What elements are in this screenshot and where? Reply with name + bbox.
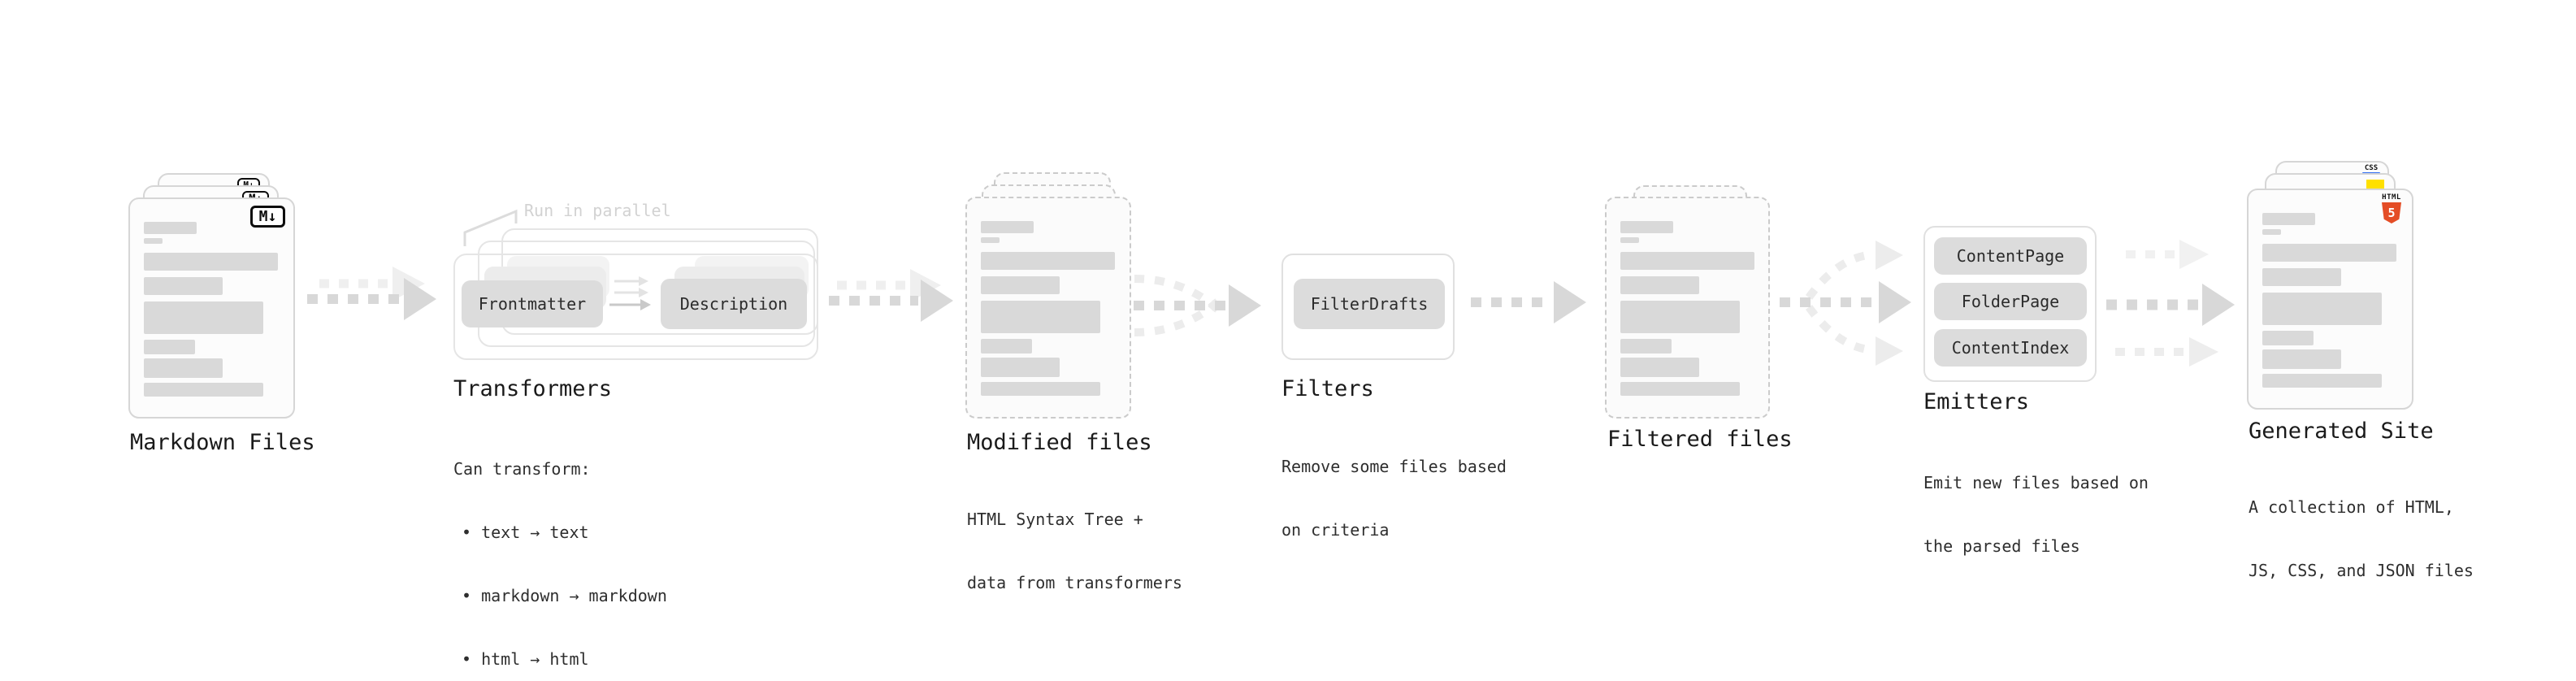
file-card-front <box>965 197 1131 419</box>
arrow-modified-to-filters <box>1134 275 1261 336</box>
transform-note: Can transform: <box>453 459 591 479</box>
transform-bullet: • markdown → markdown <box>462 586 667 605</box>
stage-title-markdown-files: Markdown Files <box>130 430 315 455</box>
arrow-emitters-to-generated <box>2106 240 2235 367</box>
contentindex-pill: ContentIndex <box>1934 329 2087 367</box>
arrow-markdown-to-transformers <box>307 267 436 320</box>
file-card-front <box>1605 197 1770 419</box>
description-pill: Description <box>661 279 807 329</box>
contentpage-pill: ContentPage <box>1934 237 2087 275</box>
file-content-skeleton <box>1620 221 1754 396</box>
js-icon <box>2366 180 2384 189</box>
stage-title-filters: Filters <box>1281 376 1374 401</box>
html5-icon: HTML 5 <box>2382 194 2401 223</box>
stage-description-modified-files: HTML Syntax Tree + data from transformer… <box>967 510 1182 592</box>
stage-title-generated-site: Generated Site <box>2249 419 2434 444</box>
file-card-front: M↓ <box>128 197 295 419</box>
stage-description-filters: Remove some files based on criteria <box>1281 457 1507 540</box>
markdown-icon: M↓ <box>250 206 285 228</box>
arrow-transformers-to-modified <box>829 269 953 322</box>
transformer-box-front <box>453 254 818 360</box>
run-in-parallel-leader <box>463 209 518 246</box>
file-card-front: HTML 5 <box>2247 189 2413 410</box>
stage-title-filtered-files: Filtered files <box>1607 427 1793 452</box>
file-content-skeleton <box>2262 213 2396 388</box>
stage-description-emitters: Emit new files based on the parsed files <box>1923 473 2149 556</box>
stage-title-modified-files: Modified files <box>967 430 1152 455</box>
file-content-skeleton <box>144 222 278 397</box>
frontmatter-pill: Frontmatter <box>462 280 603 327</box>
stage-description-transformers: Can transform: • text → text • markdown … <box>453 416 667 681</box>
stage-title-transformers: Transformers <box>453 376 613 401</box>
transform-bullet: • text → text <box>462 523 589 542</box>
run-in-parallel-label: Run in parallel <box>524 201 671 220</box>
arrow-filters-to-filtered <box>1471 281 1586 323</box>
stage-title-emitters: Emitters <box>1923 389 2030 414</box>
filterdrafts-pill: FilterDrafts <box>1294 279 1445 329</box>
arrow-filtered-to-emitters <box>1780 241 1911 366</box>
file-content-skeleton <box>981 221 1115 396</box>
transformer-internal-arrows <box>609 276 651 310</box>
transform-bullet: • html → html <box>462 649 589 669</box>
folderpage-pill: FolderPage <box>1934 283 2087 320</box>
stage-description-generated-site: A collection of HTML, JS, CSS, and JSON … <box>2249 497 2474 580</box>
